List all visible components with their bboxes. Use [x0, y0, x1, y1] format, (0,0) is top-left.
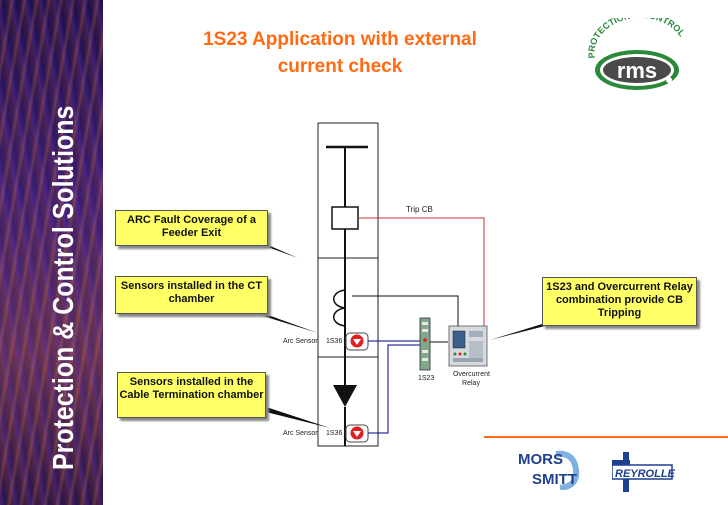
sensor-code-1: 1S36 — [326, 338, 343, 345]
mors-text: MORS — [518, 451, 563, 468]
title-line-2: current check — [277, 56, 403, 77]
relay-label-line-2: Relay — [462, 380, 480, 387]
relay-label: Overcurrent Relay — [453, 370, 490, 388]
circuit-breaker — [331, 206, 359, 230]
logo-name: rms — [617, 58, 657, 83]
arc-sensor-label-2: Arc Sensor — [283, 430, 318, 437]
reyrolle-text: REYROLLE — [615, 468, 676, 480]
page-title: 1S23 Application with external current c… — [160, 26, 520, 80]
switchgear-panel — [317, 122, 379, 447]
reyrolle-logo: REYROLLE — [612, 452, 676, 492]
trip-cb-label: Trip CB — [406, 205, 433, 214]
ct-coil-icon — [333, 307, 346, 327]
smitt-text: SMITT — [532, 471, 577, 488]
callout-pointer — [245, 400, 330, 428]
mors-smitt-swoosh-icon — [555, 450, 580, 490]
callout-arc-fault: ARC Fault Coverage of a Feeder Exit — [115, 210, 268, 246]
unit-1s23-label: 1S23 — [418, 375, 435, 382]
cable-termination-icon — [333, 385, 357, 407]
sensor-wire — [368, 344, 420, 434]
title-line-1: 1S23 Application with external — [203, 29, 477, 50]
callout-cable-termination: Sensors installed in the Cable Terminati… — [117, 372, 266, 418]
ct-coil-icon — [333, 289, 346, 309]
callout-pointer — [490, 320, 555, 340]
unit-1s23 — [419, 317, 431, 371]
trip-cb-wire — [358, 217, 485, 336]
callout-relay-combination: 1S23 and Overcurrent Relay combination p… — [542, 277, 697, 326]
relay-label-line-1: Overcurrent — [453, 371, 490, 378]
callout-ct-chamber: Sensors installed in the CT chamber — [115, 276, 268, 314]
sensor-code-2: 1S36 — [326, 430, 343, 437]
arc-sensor-label-1: Arc Sensor — [283, 338, 318, 345]
ct-wire — [352, 295, 459, 326]
mors-smitt-logo: MORS SMITT — [518, 450, 580, 490]
sidebar-banner: Protection & Control Solutions — [0, 0, 103, 505]
